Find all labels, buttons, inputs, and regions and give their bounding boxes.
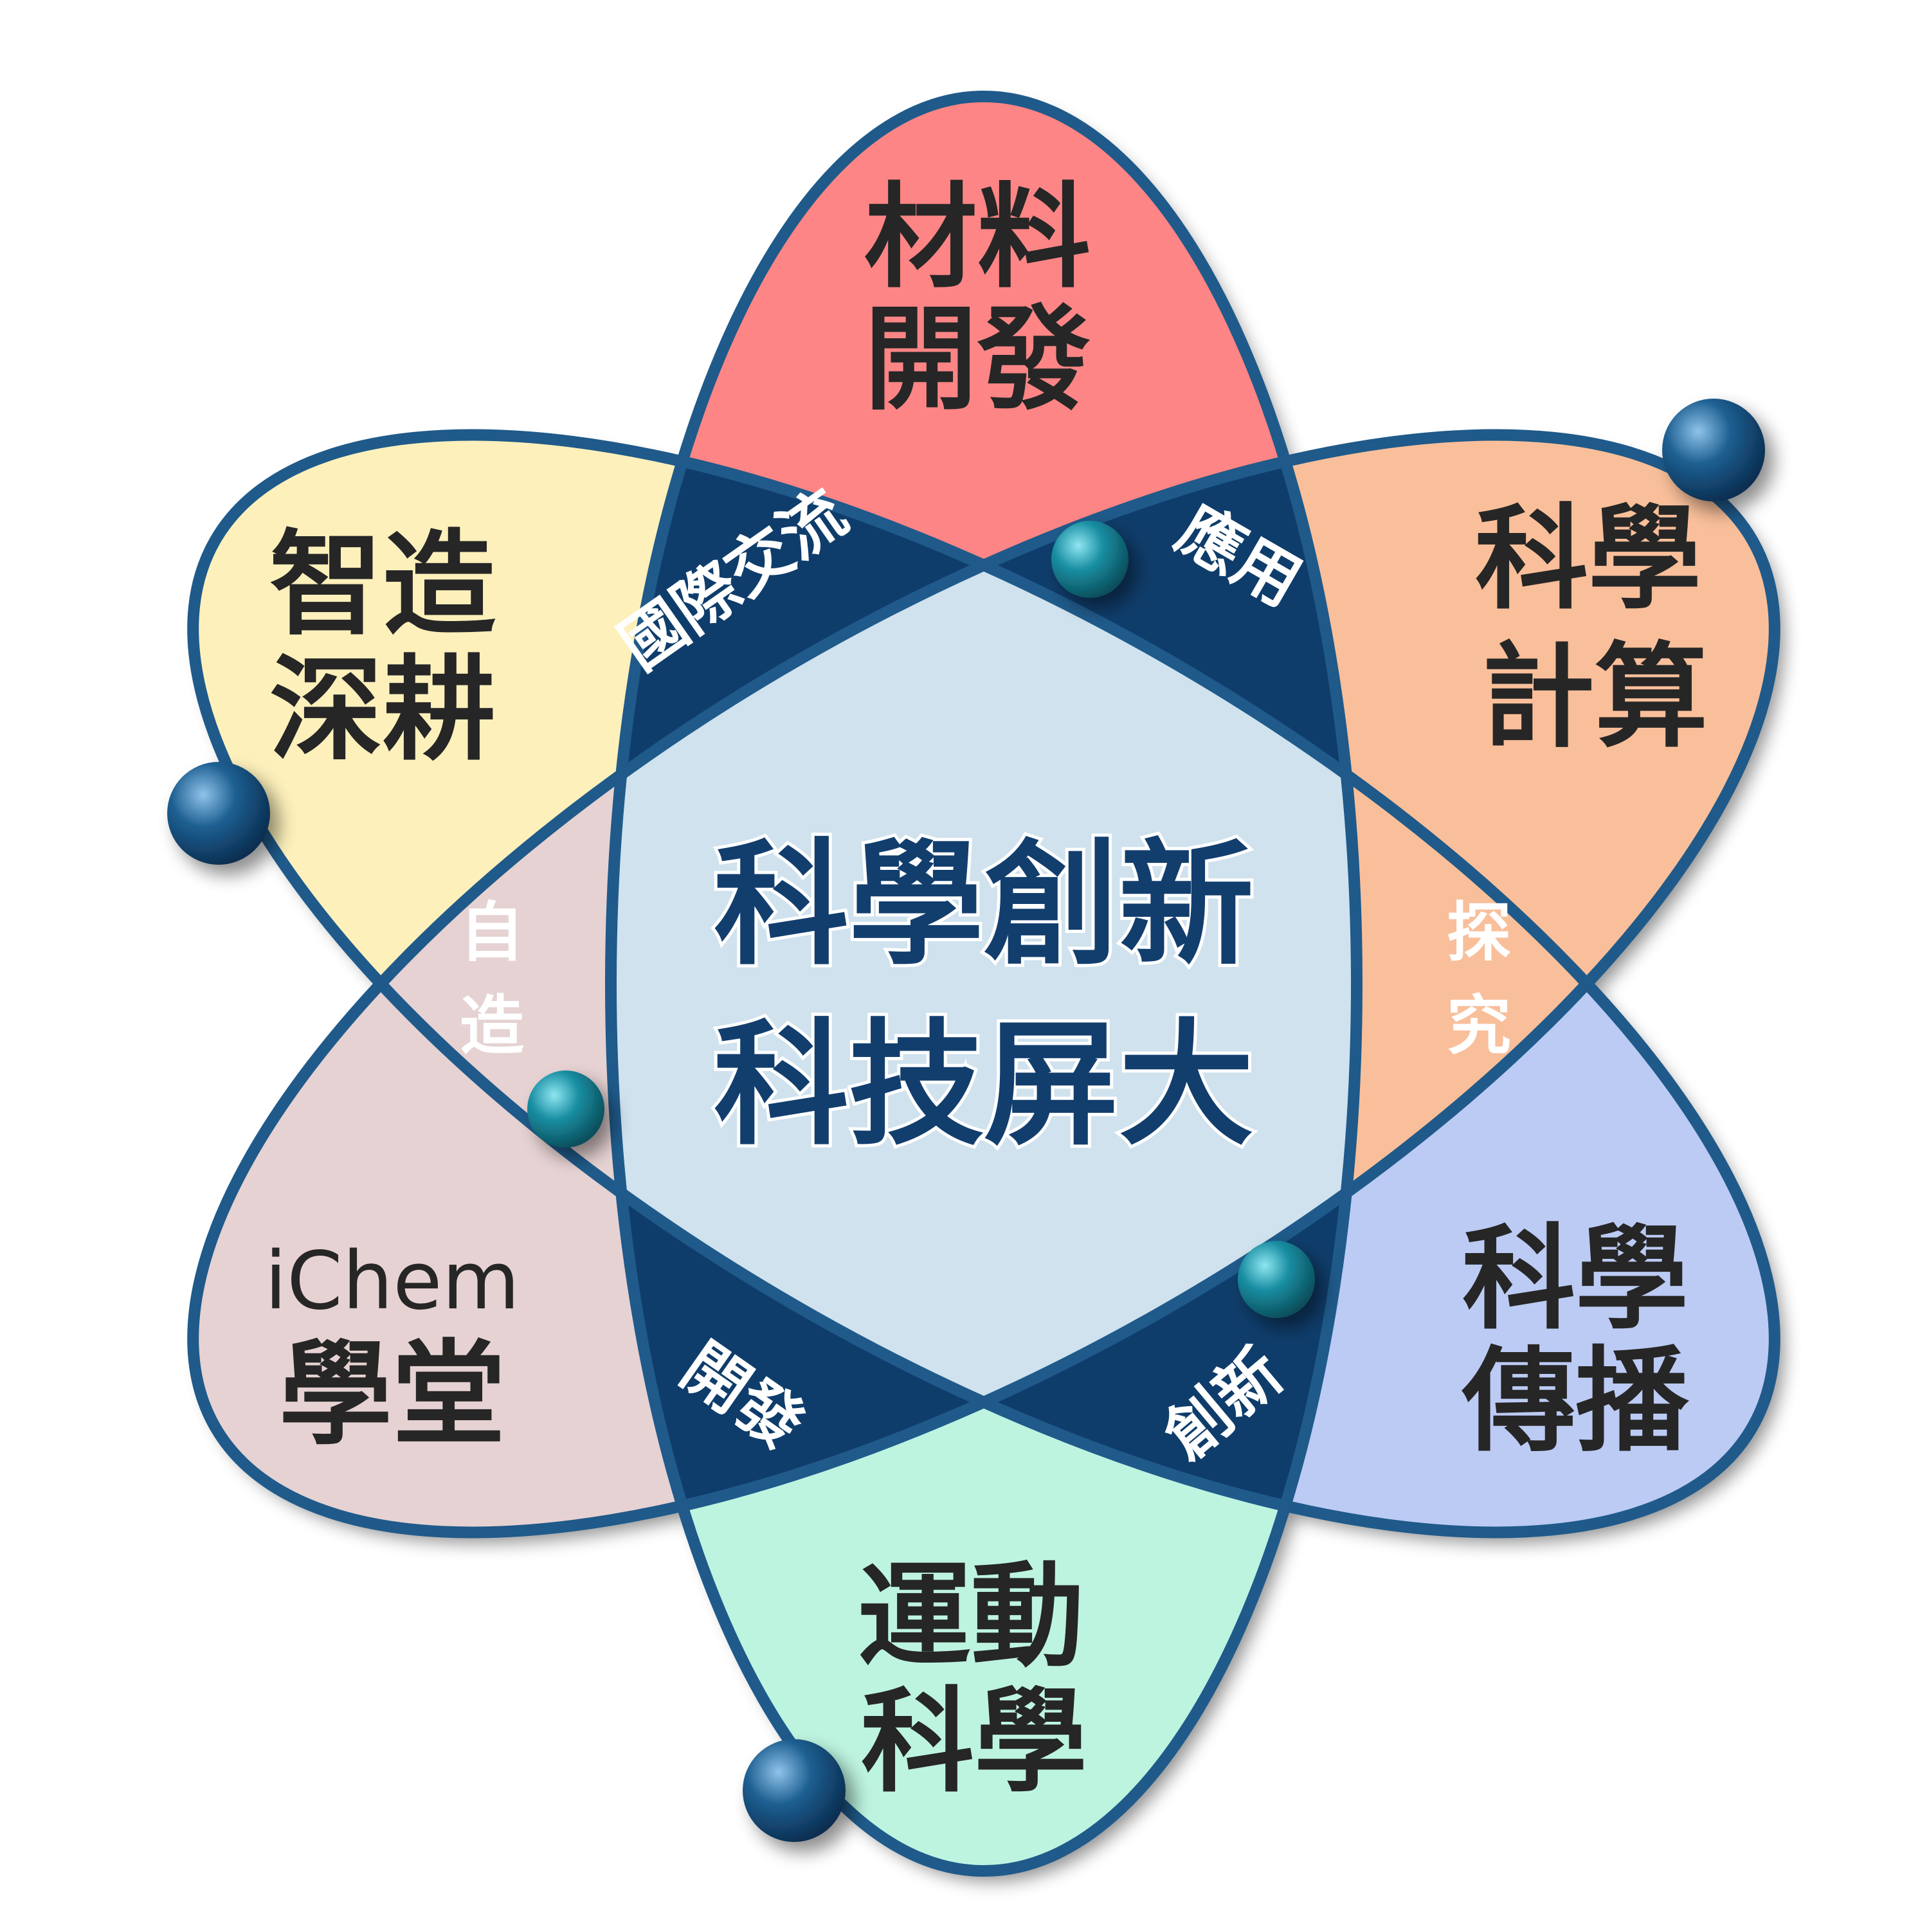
petal-top-line2: 開發	[864, 294, 1091, 426]
orbit-left-tilt	[187, 429, 1780, 1539]
petal-bottom-right-line1: 科學	[1462, 1213, 1689, 1345]
petal-labels: 材料 開發 科學 計算 科學 傳播 運動 科學 iChem 學堂 智造 深耕	[265, 172, 1708, 1808]
petal-top-left-line2: 深耕	[269, 644, 496, 776]
center-region	[611, 435, 1357, 1533]
ball-inner-left	[527, 1070, 604, 1148]
petal-top-line1: 材料	[864, 172, 1091, 303]
ball-top-right	[1662, 399, 1765, 501]
petal-bottom-line2: 科學	[861, 1676, 1087, 1808]
band-label-left-char2: 造	[460, 988, 524, 1063]
orbit-vertical	[605, 91, 1363, 1877]
ball-left	[167, 762, 270, 865]
orbit-right-tilt	[187, 429, 1780, 1539]
petal-top-right-line2: 計算	[1481, 631, 1708, 763]
petal-top-right-line1: 科學	[1475, 493, 1701, 625]
petal-bottom-line1: 運動	[858, 1551, 1084, 1683]
center-title-line2: 科技屏大	[714, 1006, 1254, 1164]
band-label-right-char1: 探	[1447, 895, 1511, 970]
ball-inner-right	[1238, 1241, 1315, 1318]
orbit-outlines	[187, 91, 1780, 1877]
electron-balls	[167, 399, 1765, 1842]
ball-inner-top	[1051, 521, 1128, 598]
center-region-group	[611, 435, 1357, 1533]
center-labels: 科學創新 科技屏大	[711, 823, 1257, 1167]
band-label-right-char2: 究	[1447, 988, 1511, 1063]
petal-bottom-left-line1: iChem	[265, 1235, 520, 1328]
petal-top-left-line1: 智造	[269, 519, 496, 651]
petal-bottom-left-line2: 學堂	[279, 1329, 505, 1461]
band-label-left-char1: 自	[460, 895, 524, 970]
petal-bottom-right-line2: 傳播	[1462, 1335, 1689, 1467]
ball-bottom	[743, 1739, 846, 1842]
center-title-line1: 科學創新	[714, 826, 1254, 984]
